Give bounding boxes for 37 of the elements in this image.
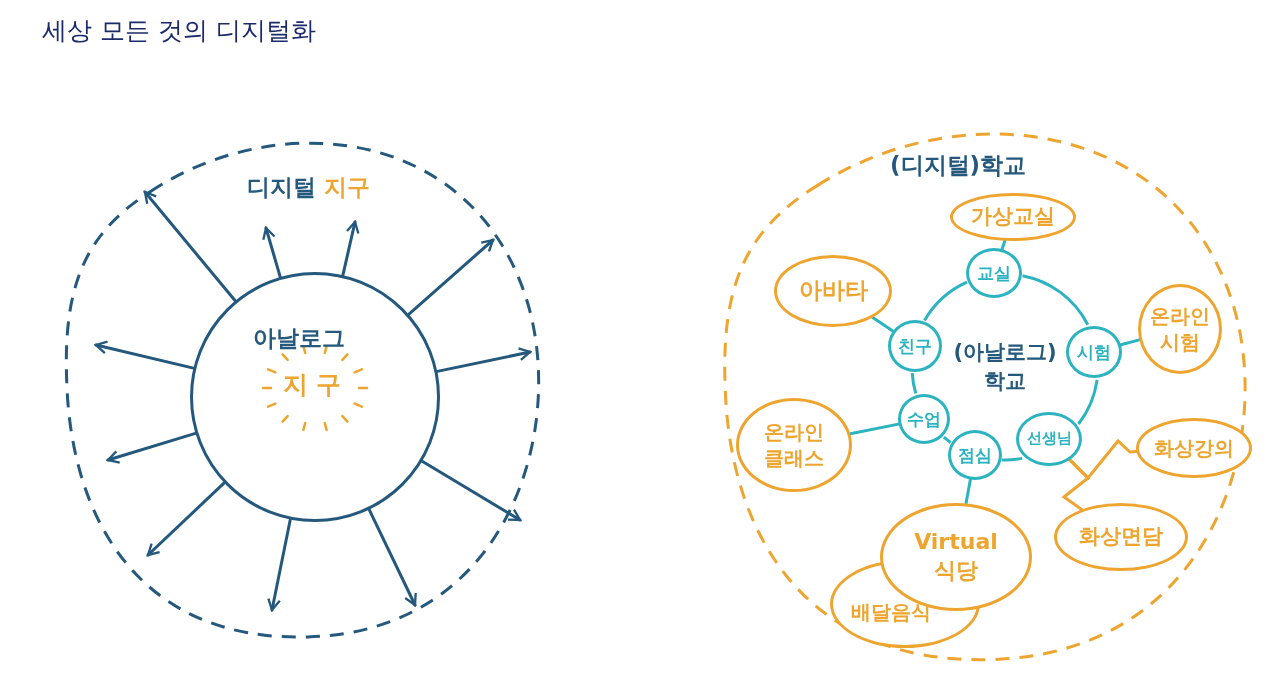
connector-line <box>871 316 895 333</box>
arrow <box>367 508 417 607</box>
idea-bubble: 온라인 시험 <box>1138 284 1222 374</box>
circle-label: 지구 <box>283 369 349 401</box>
idea-bubble: 가상교실 <box>950 193 1076 241</box>
arrow <box>262 226 282 279</box>
title: 세상 모든 것의 디지털화 <box>42 15 316 47</box>
idea-bubble: 온라인 클래스 <box>736 398 852 492</box>
arrow <box>435 347 532 373</box>
idea-bubble: 수업 <box>898 394 950 444</box>
idea-bubble: 화상강의 <box>1136 418 1252 478</box>
region-heading: 디지털 <box>247 173 316 202</box>
circle-label: 아날로그 <box>253 324 345 353</box>
arrow <box>267 518 292 612</box>
connector-line <box>1061 458 1091 511</box>
arrow <box>407 238 495 316</box>
connector-line <box>848 422 900 436</box>
connector-line <box>964 478 972 505</box>
idea-bubble: 친구 <box>888 320 942 372</box>
idea-bubble: 화상면담 <box>1054 503 1188 571</box>
arrow <box>106 431 197 464</box>
arrow <box>146 481 226 557</box>
idea-bubble: 아바타 <box>774 255 892 327</box>
connector-line <box>1119 338 1141 347</box>
idea-bubble: 점심 <box>948 430 1002 480</box>
idea-bubble: 시험 <box>1066 326 1122 378</box>
circle-label: (아날로그) 학교 <box>952 338 1058 395</box>
region-heading: (디지털)학교 <box>890 151 1027 180</box>
idea-bubble: 교실 <box>966 248 1022 298</box>
arrow <box>143 190 237 303</box>
arrow <box>94 340 195 370</box>
region-heading: 지구 <box>324 173 370 202</box>
arrow <box>420 459 522 522</box>
connector-line <box>1000 239 1007 251</box>
arrow <box>341 220 360 277</box>
idea-bubble: 선생님 <box>1016 412 1082 466</box>
circle-node <box>190 272 440 522</box>
